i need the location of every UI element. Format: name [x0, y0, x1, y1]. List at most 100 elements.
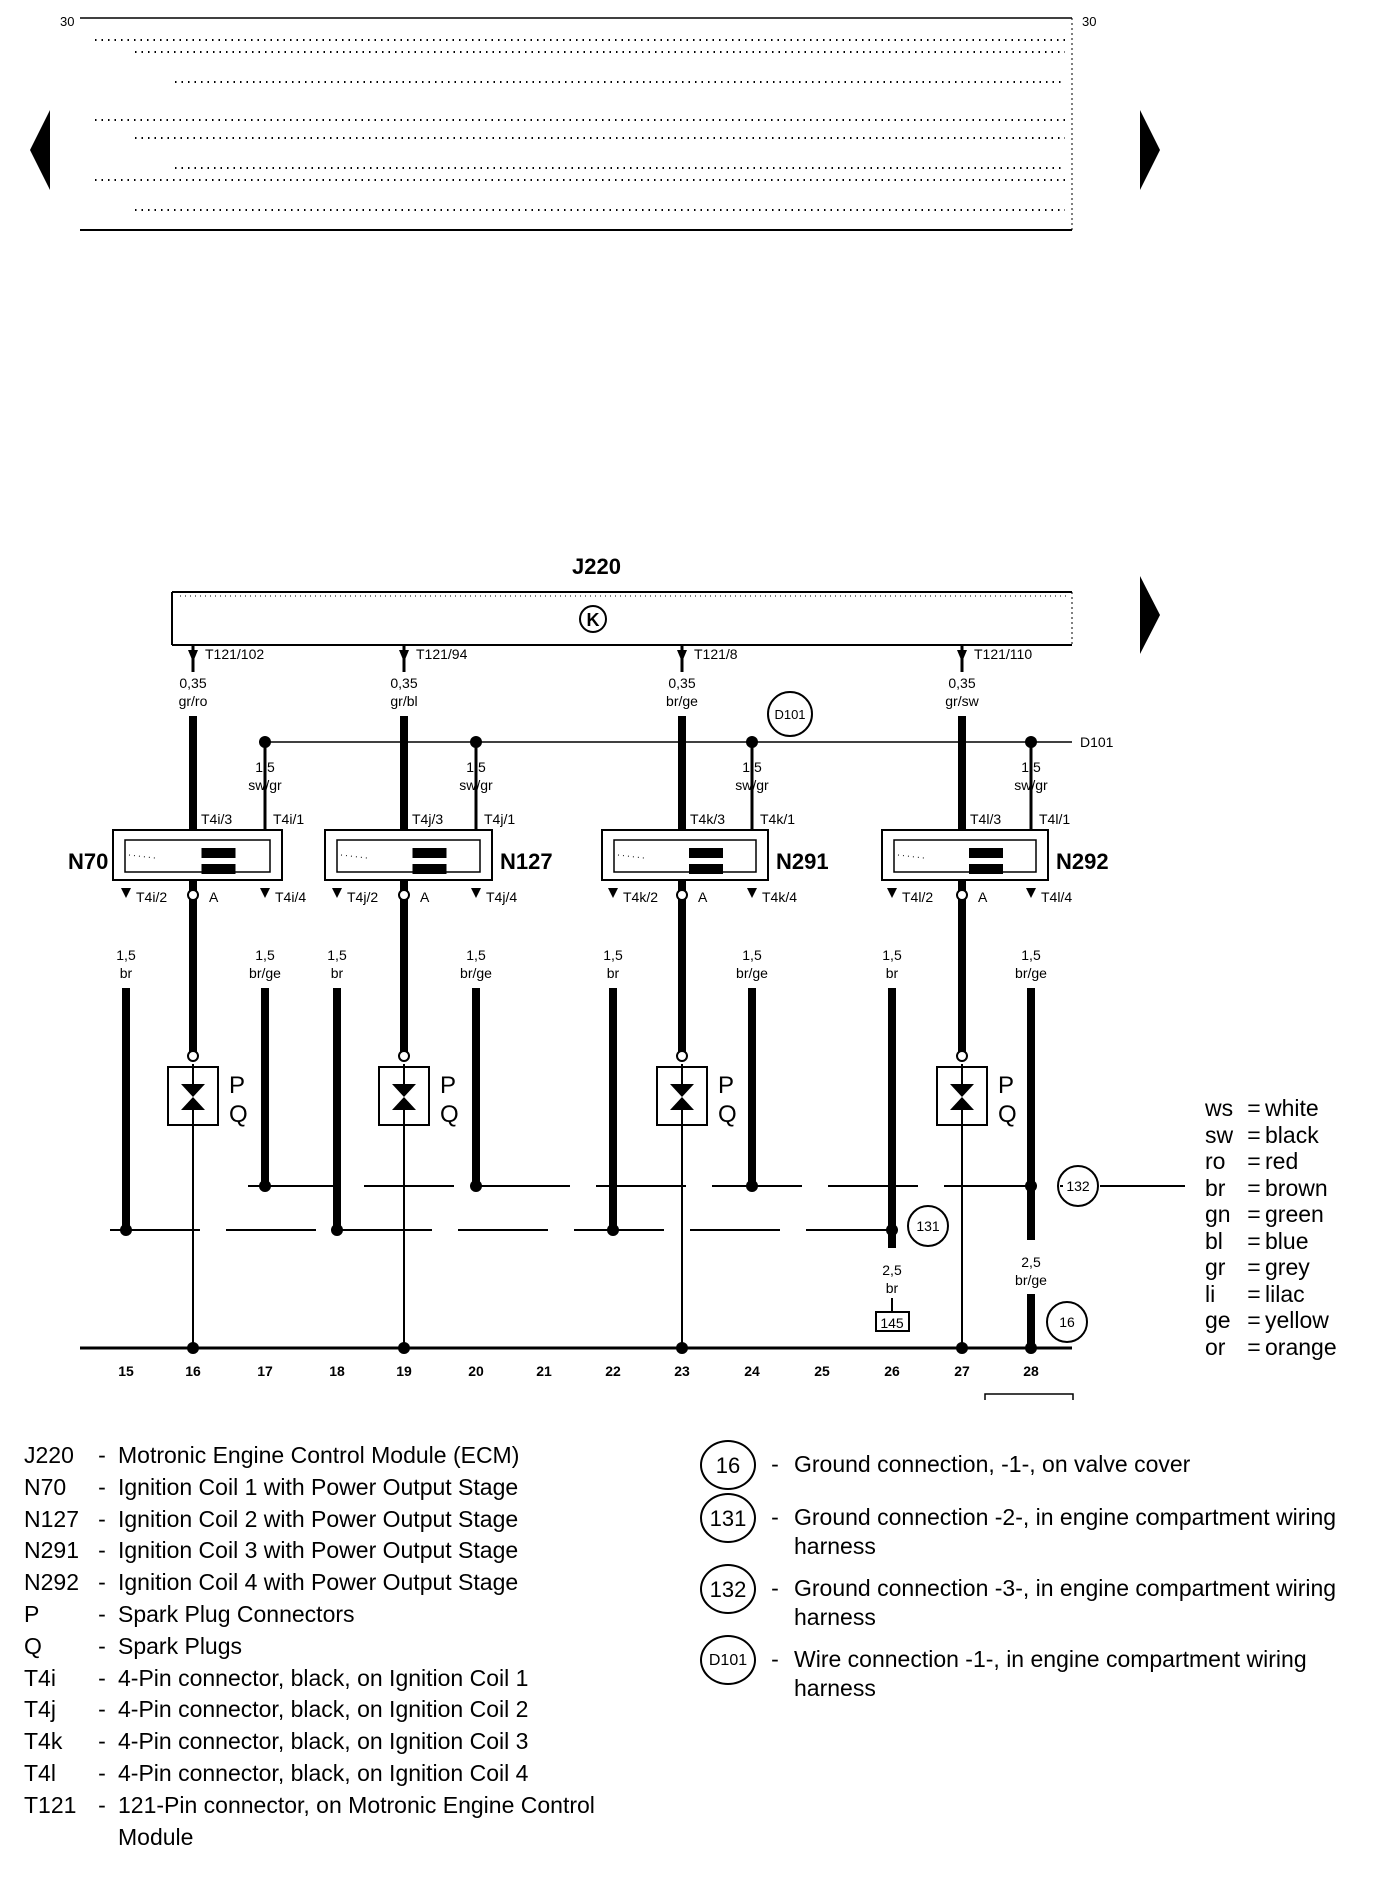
equals-sign: = — [1247, 1254, 1261, 1280]
lower-wire-color: br — [886, 965, 899, 981]
component-desc: 121-Pin connector, on Motronic Engine Co… — [118, 1791, 595, 1850]
component-row: T121-121-Pin connector, on Motronic Engi… — [24, 1790, 658, 1854]
plug-connector-label: P — [718, 1072, 734, 1099]
lower-wire-size: 1,5 — [742, 947, 762, 963]
spark-gap-icon — [670, 1097, 694, 1110]
component-row: N70-Ignition Coil 1 with Power Output St… — [24, 1472, 658, 1504]
lower-wire-color: br — [331, 965, 344, 981]
position-number: 20 — [468, 1363, 484, 1379]
spark-gap-icon — [392, 1084, 416, 1097]
lower-wires: 1,5br1,5br/ge1,5br1,5br/ge1,5br1,5br/ge1… — [116, 900, 1047, 1234]
spark-gap-icon — [181, 1084, 205, 1097]
coil-winding — [412, 864, 447, 874]
color-code: gr — [1205, 1254, 1226, 1280]
power-bus: D101D1011,5sw/gr1,5sw/gr1,5sw/gr1,5sw/gr — [248, 691, 1114, 830]
connection-row: 132-Ground connection -3-, in engine com… — [700, 1564, 1354, 1632]
spark-plug-label: Q — [998, 1101, 1017, 1128]
color-key-row: ws=white — [1205, 1095, 1337, 1122]
color-code: ro — [1205, 1148, 1226, 1174]
color-name: green — [1265, 1201, 1324, 1227]
position-number: 23 — [674, 1363, 690, 1379]
connection-badge: 132 — [700, 1564, 756, 1614]
ground-main-junction — [187, 1342, 199, 1354]
color-code: br — [1205, 1174, 1226, 1201]
color-code: sw — [1205, 1121, 1234, 1148]
coil-pin1-label: T4j/1 — [484, 811, 515, 827]
separator: - — [98, 1664, 106, 1691]
coil-pin2-label: T4j/2 — [347, 889, 378, 905]
component-row: P-Spark Plug Connectors — [24, 1599, 658, 1631]
spark-gap-icon — [181, 1097, 205, 1110]
module-k-symbol — [579, 605, 607, 633]
module-label: J220 — [572, 554, 621, 579]
lower-wire-size: 1,5 — [255, 947, 275, 963]
component-row: J220-Motronic Engine Control Module (ECM… — [24, 1440, 658, 1472]
component-id: Q — [24, 1632, 42, 1659]
continue-right-arrow-icon[interactable] — [1140, 576, 1160, 654]
plug-terminal — [398, 1050, 410, 1062]
component-row: Q-Spark Plugs — [24, 1631, 658, 1663]
equals-sign: = — [1247, 1148, 1261, 1174]
color-name: black — [1265, 1121, 1319, 1148]
equals-sign: = — [1247, 1174, 1261, 1201]
component-desc: Ignition Coil 4 with Power Output Stage — [118, 1569, 519, 1596]
component-row: T4l-4-Pin connector, black, on Ignition … — [24, 1758, 658, 1790]
component-id: N292 — [24, 1569, 79, 1596]
component-row: T4i-4-Pin connector, black, on Ignition … — [24, 1663, 658, 1695]
component-row: N291-Ignition Coil 3 with Power Output S… — [24, 1535, 658, 1567]
next-page-arrow-icon[interactable] — [1140, 110, 1160, 190]
component-desc: 4-Pin connector, black, on Ignition Coil… — [118, 1759, 529, 1786]
pin-arrow-icon — [1026, 888, 1036, 898]
color-name: orange — [1265, 1333, 1337, 1360]
coil-pin3-label: T4j/3 — [412, 811, 443, 827]
module-pin-label: T121/8 — [694, 646, 738, 662]
separator: - — [98, 1537, 106, 1564]
plug-connector-label: P — [229, 1072, 245, 1099]
coil-pin1-label: T4l/1 — [1039, 811, 1070, 827]
plug-terminal — [676, 1050, 688, 1062]
component-row: T4k-4-Pin connector, black, on Ignition … — [24, 1726, 658, 1758]
signal-wire-color: gr/sw — [945, 693, 979, 709]
separator: - — [98, 1759, 106, 1786]
coil-winding — [689, 848, 723, 858]
ground-bus-131-junction — [607, 1224, 619, 1236]
spark-gap-icon — [392, 1097, 416, 1110]
coil-pin1-label: T4k/1 — [760, 811, 795, 827]
top-strip: 30 30 — [60, 14, 1096, 231]
lower-wire-size: 1,5 — [466, 947, 486, 963]
spark-plug: PQ — [936, 1050, 1017, 1346]
lower-wire-color: br/ge — [460, 965, 492, 981]
previous-page-arrow-icon[interactable] — [30, 110, 50, 190]
component-id: N291 — [24, 1537, 79, 1564]
ground-main-junction — [1025, 1342, 1037, 1354]
spark-gap-icon — [950, 1084, 974, 1097]
spark-plug: PQ — [167, 1050, 248, 1346]
component-desc: Ignition Coil 3 with Power Output Stage — [118, 1537, 519, 1564]
component-row: N292-Ignition Coil 4 with Power Output S… — [24, 1567, 658, 1599]
spark-plug-label: Q — [440, 1101, 459, 1128]
coil-winding — [969, 848, 1003, 858]
position-number: 21 — [536, 1363, 552, 1379]
coil-winding — [201, 848, 236, 858]
signal-wire-size: 0,35 — [390, 675, 417, 691]
equals-sign: = — [1247, 1307, 1261, 1333]
component-row: T4j-4-Pin connector, black, on Ignition … — [24, 1694, 658, 1726]
lower-wire-size: 1,5 — [882, 947, 902, 963]
strip-dot-pattern — [95, 39, 1065, 211]
color-code: gn — [1205, 1201, 1231, 1227]
splice-d101-circle — [767, 691, 813, 737]
ground-bus-132-junction — [470, 1180, 482, 1192]
separator: - — [98, 1569, 106, 1596]
coil-pin4-label: T4i/4 — [275, 889, 306, 905]
separator: - — [771, 1504, 779, 1530]
equals-sign: = — [1247, 1121, 1261, 1148]
coil-pin1-label: T4i/1 — [273, 811, 304, 827]
coil-pin3-label: T4k/3 — [690, 811, 725, 827]
separator: - — [98, 1791, 106, 1818]
component-desc: Ignition Coil 2 with Power Output Stage — [118, 1505, 519, 1532]
coil-pin3-label: T4l/3 — [970, 811, 1001, 827]
